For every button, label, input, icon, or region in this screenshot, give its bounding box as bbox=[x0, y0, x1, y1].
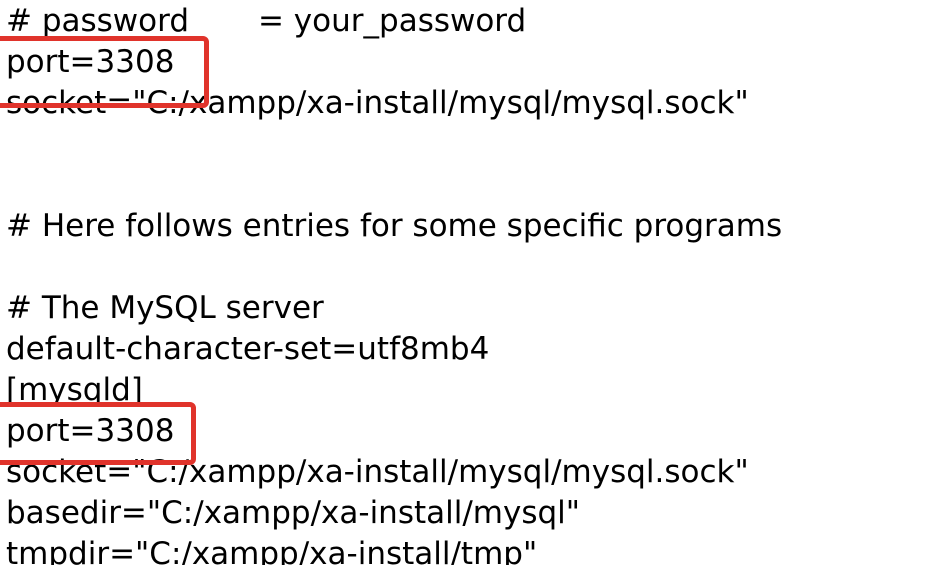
config-line-port-server: port=3308 bbox=[6, 413, 175, 449]
config-line-charset: default-character-set=utf8mb4 bbox=[6, 331, 490, 367]
port-highlight-box-server bbox=[0, 402, 196, 465]
config-line-tmpdir: tmpdir="C:/xampp/xa-install/tmp" bbox=[6, 536, 538, 565]
config-line-port-client: port=3308 bbox=[6, 44, 175, 80]
config-line-basedir: basedir="C:/xampp/xa-install/mysql" bbox=[6, 495, 581, 531]
config-line-programs-comment: # Here follows entries for some specific… bbox=[6, 208, 783, 244]
config-line-password-comment: # password = your_password bbox=[6, 3, 527, 39]
config-line-server-comment: # The MySQL server bbox=[6, 290, 324, 326]
port-highlight-box-client bbox=[0, 36, 209, 108]
